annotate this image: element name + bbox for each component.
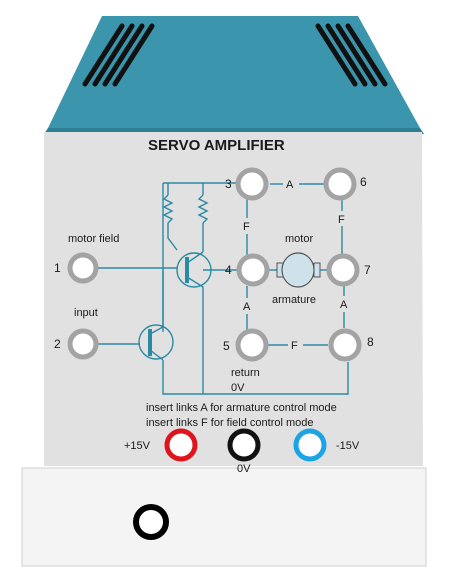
terminal-3[interactable]: [235, 167, 269, 201]
zero-v-socket[interactable]: [227, 428, 261, 462]
terminal-1-number: 1: [54, 261, 61, 275]
front-panel: [44, 132, 423, 466]
terminal-8-number: 8: [367, 335, 374, 349]
plus15v-socket[interactable]: [164, 428, 198, 462]
plus15v-label: +15V: [124, 440, 151, 452]
motor-label: motor: [285, 233, 313, 245]
terminal-7[interactable]: [326, 253, 360, 287]
terminal-1[interactable]: [67, 252, 99, 284]
terminal-6[interactable]: [323, 167, 357, 201]
return-label: return: [231, 367, 260, 379]
terminal-5[interactable]: [235, 328, 269, 362]
instruction-field: insert links F for field control mode: [146, 417, 314, 429]
terminal-7-number: 7: [364, 263, 371, 277]
armature-label: armature: [272, 294, 316, 306]
minus15v-socket[interactable]: [293, 428, 327, 462]
link-f-6-7: F: [338, 214, 345, 226]
lower-panel: [21, 467, 427, 567]
lower-socket[interactable]: [133, 504, 169, 540]
zero-v-supply-label: 0V: [237, 463, 251, 475]
terminal-8[interactable]: [328, 328, 362, 362]
vent-slots-left: [82, 23, 155, 87]
zero-v-return-label: 0V: [231, 382, 245, 394]
terminal-4-number: 4: [225, 263, 232, 277]
link-f-3-4: F: [243, 221, 250, 233]
instruction-armature: insert links A for armature control mode: [146, 402, 337, 414]
terminal-5-number: 5: [223, 339, 230, 353]
link-a-7-8: A: [340, 299, 348, 311]
link-f-5-8: F: [291, 340, 298, 352]
terminal-4[interactable]: [236, 253, 270, 287]
terminal-6-number: 6: [360, 175, 367, 189]
link-a-4-5: A: [243, 301, 251, 313]
vent-slots-right: [315, 23, 388, 87]
motor-field-label: motor field: [68, 233, 119, 245]
terminal-2-number: 2: [54, 337, 61, 351]
minus15v-label: -15V: [336, 440, 360, 452]
terminal-3-number: 3: [225, 177, 232, 191]
panel-title: SERVO AMPLIFIER: [148, 137, 285, 154]
terminal-2[interactable]: [67, 328, 99, 360]
link-a-3-6: A: [286, 179, 294, 191]
input-label: input: [74, 307, 98, 319]
motor-symbol: [268, 252, 328, 288]
circuit-wiring: [98, 182, 349, 395]
